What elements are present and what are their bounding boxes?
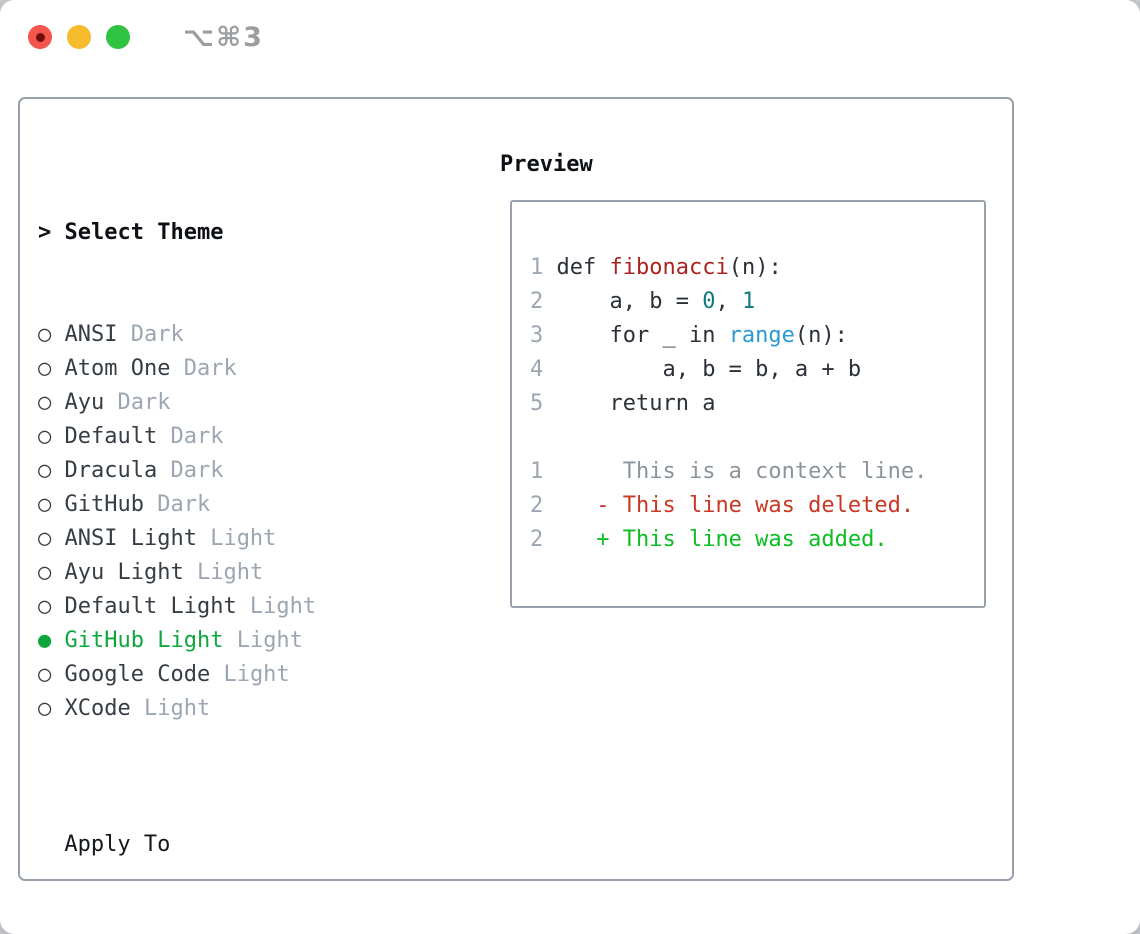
theme-name: Default <box>64 424 158 449</box>
cursor-icon: > <box>38 220 65 245</box>
code-segment: a, b = b, a + b <box>556 357 862 382</box>
code-line: 4 a, b = b, a + b <box>530 353 984 387</box>
theme-option[interactable]: ○ Dracula Dark <box>38 454 478 488</box>
theme-variant: Light <box>130 696 211 721</box>
theme-option[interactable]: ○ GitHub Dark <box>38 488 478 522</box>
code-line: 1 def fibonacci(n): <box>530 251 984 285</box>
zoom-button[interactable] <box>106 25 130 49</box>
code-segment: 4 <box>530 357 557 382</box>
radio-icon: ○ <box>38 322 65 347</box>
code-line: 3 for _ in range(n): <box>530 319 984 353</box>
radio-selected-icon: ● <box>38 628 65 653</box>
theme-variant: Light <box>236 594 317 619</box>
theme-options-list: ○ ANSI Dark○ Atom One Dark○ Ayu Dark○ De… <box>38 318 478 726</box>
theme-name: Google Code <box>64 662 211 687</box>
code-segment: a, b = <box>556 289 703 314</box>
code-segment: (n): <box>794 323 848 348</box>
minimize-button[interactable] <box>67 25 91 49</box>
theme-variant: Dark <box>170 356 237 381</box>
theme-variant: Dark <box>157 458 224 483</box>
radio-icon: ○ <box>38 390 65 415</box>
code-line: 2 + This line was added. <box>530 523 984 557</box>
close-button[interactable] <box>28 25 52 49</box>
radio-icon: ○ <box>38 424 65 449</box>
theme-option[interactable]: ○ Default Light Light <box>38 590 478 624</box>
apply-options-list: ● User Settings○ Workspace Settings <box>38 930 478 934</box>
code-segment: 1 <box>530 255 557 280</box>
radio-icon: ○ <box>38 696 65 721</box>
code-segment: 1 <box>530 459 557 484</box>
code-segment: def <box>556 255 610 280</box>
radio-icon: ○ <box>38 356 65 381</box>
theme-option[interactable]: ○ Atom One Dark <box>38 352 478 386</box>
code-segment: 2 <box>530 493 557 518</box>
radio-icon: ○ <box>38 458 65 483</box>
theme-variant: Dark <box>117 322 184 347</box>
code-segment: 5 <box>530 391 557 416</box>
window-title: ⌥⌘3 <box>183 21 264 53</box>
close-dot-icon <box>35 32 45 42</box>
theme-list-column: > Select Theme ○ ANSI Dark○ Atom One Dar… <box>38 148 478 934</box>
code-segment: for _ in <box>556 323 729 348</box>
theme-variant: Dark <box>157 424 224 449</box>
radio-icon: ○ <box>38 662 65 687</box>
code-line: 2 a, b = 0, 1 <box>530 285 984 319</box>
theme-option[interactable]: ○ XCode Light <box>38 692 478 726</box>
theme-name: Dracula <box>64 458 158 483</box>
code-segment: 0 <box>702 289 716 314</box>
theme-variant: Light <box>210 662 290 687</box>
radio-icon: ○ <box>38 594 65 619</box>
theme-name: ANSI Light <box>64 526 197 551</box>
code-segment: fibonacci <box>609 255 729 280</box>
theme-variant: Dark <box>104 390 171 415</box>
select-theme-header: > Select Theme <box>38 216 478 250</box>
theme-name: Ayu <box>64 390 105 415</box>
theme-name: ANSI <box>64 322 118 347</box>
theme-name: GitHub Light <box>64 628 224 653</box>
theme-option[interactable]: ○ ANSI Dark <box>38 318 478 352</box>
code-segment: 2 <box>530 527 557 552</box>
theme-option[interactable]: ○ Google Code Light <box>38 658 478 692</box>
code-segment: , <box>715 289 742 314</box>
apply-to-header: Apply To <box>64 832 171 857</box>
theme-option[interactable]: ○ ANSI Light Light <box>38 522 478 556</box>
code-segment: 2 <box>530 289 557 314</box>
code-line: 1 This is a context line. <box>530 455 984 489</box>
radio-icon: ○ <box>38 526 65 551</box>
select-theme-label: Select Theme <box>64 220 224 245</box>
theme-variant: Dark <box>143 492 211 517</box>
code-segment: + This line was added. <box>556 527 888 552</box>
theme-option[interactable]: ● GitHub Light Light <box>38 624 478 658</box>
code-line: 5 return a <box>530 387 984 421</box>
radio-icon: ○ <box>38 492 65 517</box>
theme-name: Ayu Light <box>64 560 184 585</box>
theme-option[interactable]: ○ Default Dark <box>38 420 478 454</box>
titlebar: ⌥⌘3 <box>0 0 1140 74</box>
theme-selector-panel: > Select Theme ○ ANSI Dark○ Atom One Dar… <box>18 97 1014 881</box>
theme-name: Atom One <box>64 356 171 381</box>
theme-variant: Light <box>223 628 303 653</box>
code-segment: range <box>728 323 795 348</box>
theme-name: Default Light <box>64 594 237 619</box>
theme-variant: Light <box>183 560 264 585</box>
code-segment: return a <box>556 391 716 416</box>
code-segment: 3 <box>530 323 557 348</box>
code-line: 2 - This line was deleted. <box>530 489 984 523</box>
preview-header: Preview <box>500 152 593 177</box>
theme-variant: Light <box>196 526 277 551</box>
apply-option[interactable]: ● User Settings <box>38 930 478 934</box>
code-segment: This is a context line. <box>556 459 928 484</box>
code-segment: 1 <box>741 289 756 314</box>
code-segment: - This line was deleted. <box>556 493 915 518</box>
theme-option[interactable]: ○ Ayu Light Light <box>38 556 478 590</box>
theme-name: GitHub <box>64 492 144 517</box>
code-line <box>530 421 984 455</box>
radio-icon: ○ <box>38 560 65 585</box>
theme-name: XCode <box>64 696 131 721</box>
code-segment: (n): <box>728 255 782 280</box>
theme-option[interactable]: ○ Ayu Dark <box>38 386 478 420</box>
